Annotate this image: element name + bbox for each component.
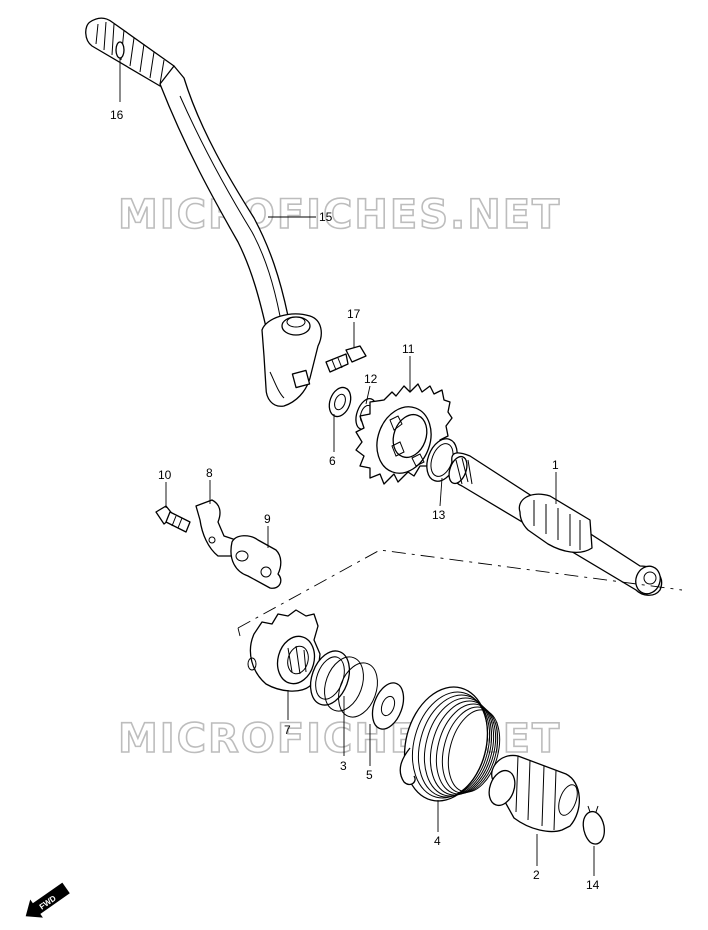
- label-13: 13: [432, 508, 446, 522]
- label-7: 7: [284, 723, 291, 737]
- label-15: 15: [319, 210, 333, 224]
- label-14: 14: [586, 878, 600, 892]
- part-14-circlip: [582, 805, 605, 845]
- part-4-kick-spring: [399, 686, 501, 802]
- leader-lines: [119, 58, 595, 876]
- watermark-top: MICROFICHES.NET: [118, 192, 561, 238]
- part-labels: 16 15 17 11 12 6 1 13 10 8 9 7 3 5 4 2 1…: [110, 108, 600, 892]
- label-11: 11: [402, 342, 415, 356]
- assembly-outline: [237, 549, 683, 637]
- label-2: 2: [533, 868, 540, 882]
- part-3-spring: [309, 650, 378, 718]
- part-2-spring-guide: [488, 754, 581, 833]
- part-17-bolt: [325, 345, 367, 373]
- label-4: 4: [434, 834, 441, 848]
- part-5-washer: [371, 682, 405, 730]
- label-3: 3: [340, 759, 347, 773]
- label-5: 5: [366, 768, 373, 782]
- part-6-washer: [328, 386, 352, 418]
- part-8-kick-guide: [195, 499, 237, 557]
- label-8: 8: [206, 466, 213, 480]
- label-9: 9: [264, 512, 271, 526]
- part-15-kick-lever: [159, 65, 322, 407]
- part-10-bolt: [155, 505, 191, 533]
- label-12: 12: [364, 372, 378, 386]
- part-7-ratchet: [247, 609, 321, 692]
- fwd-arrow: FWD: [25, 882, 70, 918]
- part-1-kick-shaft: [448, 452, 663, 596]
- label-6: 6: [329, 454, 336, 468]
- part-16-grip: [85, 17, 175, 87]
- label-16: 16: [110, 108, 124, 122]
- label-17: 17: [347, 307, 361, 321]
- label-10: 10: [158, 468, 172, 482]
- label-1: 1: [552, 458, 559, 472]
- part-9-plate: [230, 535, 282, 589]
